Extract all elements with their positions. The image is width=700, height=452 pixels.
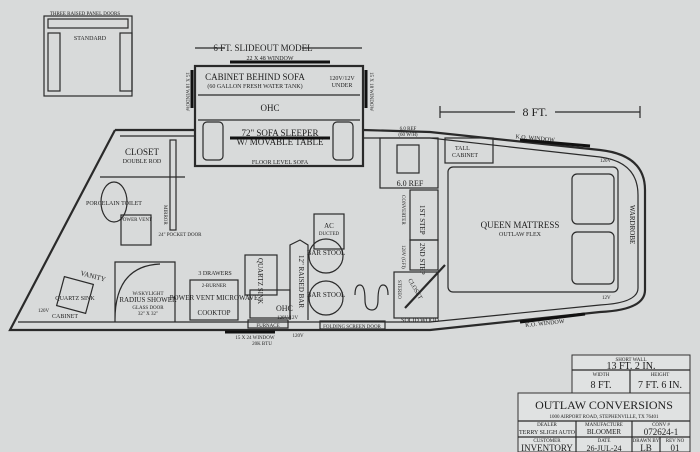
window-bottom: K.O. WINDOW — [525, 319, 565, 329]
kitchen-window: 15 X 24 WINDOW — [235, 336, 274, 341]
floor-sofa-label: FLOOR LEVEL SOFA — [252, 160, 309, 166]
solid-wood: SOLID WOOD — [401, 318, 439, 324]
microwave: POWER VENT MICROWAVE — [170, 294, 259, 302]
slideout: 6 FT. SLIDEOUT MODEL 22 X 48 WINDOW CABI… — [184, 43, 373, 168]
date: 26-JUL-24 — [586, 444, 621, 452]
slideout-ohc: OHC — [260, 103, 279, 113]
bath-vent: POWER VENT — [120, 218, 152, 223]
folding-door: FOLDING SCREEN DOOR — [323, 325, 381, 330]
ref-top: 6.0 REF — [400, 127, 417, 132]
skylight: W/SKYLIGHT — [132, 292, 163, 297]
title-block: SHORT WALL 13 FT. 2 IN. WIDTH 8 FT. HEIG… — [517, 354, 691, 452]
panel-doors-detail: THREE RAISED PANEL DOORS STANDARD — [43, 12, 133, 97]
ac-sub: DUCTED — [319, 232, 340, 237]
manufacture: BLOOMER — [587, 428, 622, 436]
sofa-label: 72" SOFA SLEEPER — [241, 128, 318, 138]
mattress-label: QUEEN MATTRESS — [481, 220, 560, 230]
ref-label: 6.0 REF — [397, 179, 424, 188]
stereo: STEREO — [396, 280, 401, 299]
customer-label: CUSTOMER — [533, 439, 561, 444]
dealer: TERRY SLIGH AUTO — [519, 430, 576, 436]
bath-outlet: 120V — [38, 309, 50, 314]
window-top: K.O. WINDOW — [515, 134, 555, 143]
furnace: FURNACE — [256, 324, 279, 329]
drawn-label: DRAWN BY — [633, 439, 660, 444]
kitchen-power: 120V/12V — [277, 316, 299, 321]
dealer-label: DEALER — [537, 423, 557, 428]
furnace-btu: 20K BTU — [252, 342, 272, 347]
side-window-left: 15 X 18 WINDOW — [184, 72, 189, 111]
cabinet-label: CABINET BEHIND SOFA — [205, 72, 305, 82]
bedroom: K.O. WINDOW TALL CABINET QUEEN MATTRESS … — [444, 134, 636, 329]
kitchen-outlet: 120V — [292, 334, 304, 339]
tall-cabinet-1: TALL — [455, 146, 470, 152]
bath-cabinet: CABINET — [52, 314, 78, 320]
drawn-by: LB — [640, 443, 652, 452]
pocket-door: 24" POCKET DOOR — [158, 233, 202, 238]
bath-sink: QUARTZ SINK — [55, 296, 95, 302]
gfi-outlet: 120V (GFI) — [400, 245, 405, 269]
bar-stool-1: BAR STOOL — [307, 249, 346, 257]
slideout-power: 120V/12V — [329, 76, 355, 82]
rev-label: REV NO — [666, 439, 685, 444]
step1: 1ST STEP — [418, 205, 426, 235]
company-name: OUTLAW CONVERSIONS — [535, 398, 673, 412]
raised-bar: 12" RAISED BAR — [297, 255, 305, 308]
shower: RADIUS SHOWER — [119, 296, 177, 304]
glass-door: GLASS DOOR — [132, 306, 164, 311]
manufacture-label: MANUFACTURE — [585, 423, 623, 428]
conv-number: 072624-1 — [644, 427, 679, 437]
trailer-outline: 8 FT. — [8, 104, 647, 332]
burner: 2-BURNER — [202, 284, 227, 289]
outlet-120: 120V — [600, 159, 612, 164]
panel-doors-title: THREE RAISED PANEL DOORS — [50, 12, 121, 17]
bedroom-dimension: 8 FT. — [522, 105, 547, 119]
tank-label: (60 GALLON FRESH WATER TANK) — [207, 83, 302, 90]
shower-size: 32" X 32" — [138, 312, 158, 317]
mirror: MIRROR — [162, 205, 167, 225]
slideout-power-under: UNDER — [332, 83, 353, 89]
bath: CLOSET DOUBLE ROD PORCELAIN TOILET POWER… — [38, 139, 202, 322]
date-label: DATE — [598, 439, 611, 444]
short-wall: 13 FT. 2 IN. — [607, 361, 656, 372]
cooktop: COOKTOP — [198, 309, 231, 317]
step2: 2ND STEP — [418, 243, 426, 275]
customer: INVENTORY — [521, 443, 573, 452]
height: 7 FT. 6 IN. — [638, 380, 682, 391]
slideout-top-window: 22 X 48 WINDOW — [246, 56, 293, 62]
kitchen-ohc: OHC — [276, 304, 293, 313]
rev-number: 01 — [671, 443, 680, 452]
bar-stool-2: BAR STOOL — [307, 291, 346, 299]
width-label: WIDTH — [593, 373, 610, 378]
tall-cabinet-2: CABINET — [452, 153, 478, 159]
bath-closet-sub: DOUBLE ROD — [123, 159, 162, 165]
outlet-12: 12V — [602, 296, 611, 301]
ref-top-sub: (60 W/H) — [398, 133, 418, 138]
table-label: W/ MOVABLE TABLE — [237, 137, 324, 147]
width: 8 FT. — [591, 380, 612, 391]
ac-label: AC — [324, 222, 334, 230]
bath-closet: CLOSET — [125, 147, 160, 157]
company-address: 1000 AIRPORT ROAD, STEPHENVILLE, TX 7640… — [549, 415, 659, 420]
mattress-sub: OUTLAW FLEX — [499, 232, 542, 238]
short-wall-label: SHORT WALL — [615, 358, 646, 363]
converter: CONVERTER — [400, 195, 405, 225]
conv-label: CONV # — [652, 423, 670, 428]
panel-doors-label: STANDARD — [74, 36, 107, 42]
kitchen-sink: QUARTZ SINK — [256, 258, 264, 304]
height-label: HEIGHT — [651, 373, 670, 378]
drawers: 3 DRAWERS — [198, 271, 231, 277]
wardrobe-label: WARDROBE — [628, 205, 636, 244]
toilet: PORCELAIN TOILET — [86, 201, 142, 207]
side-window-right: 15 X 18 WINDOW — [368, 72, 373, 111]
slideout-title: 6 FT. SLIDEOUT MODEL — [213, 43, 312, 53]
